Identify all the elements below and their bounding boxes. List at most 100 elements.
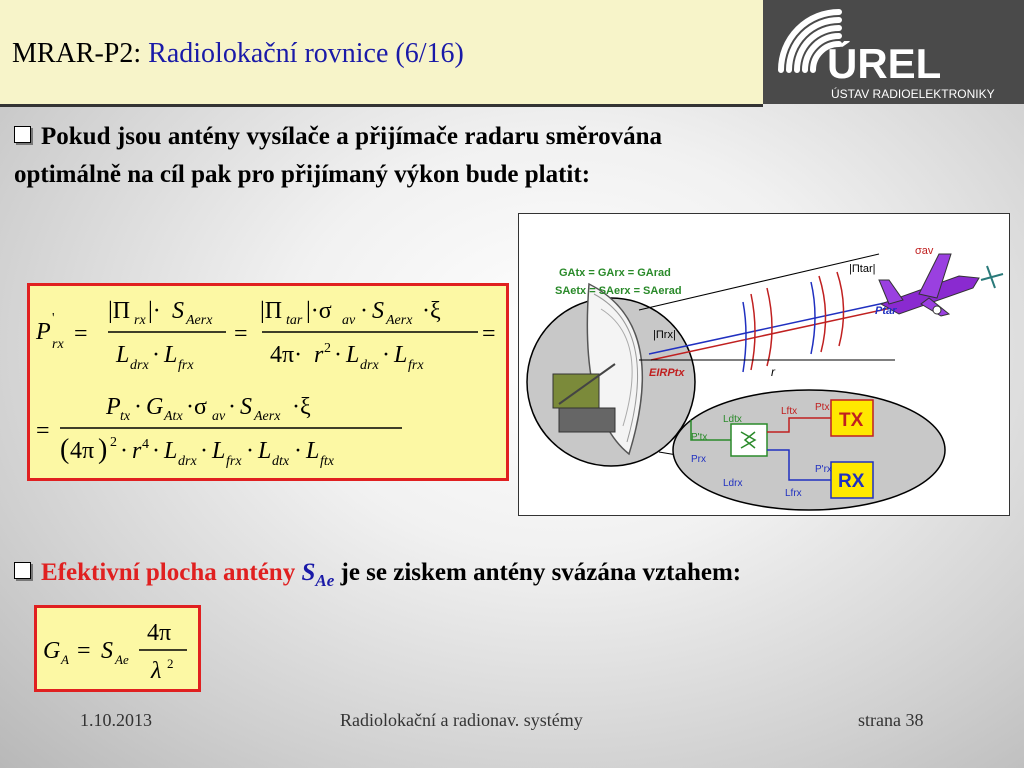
svg-text:tx: tx [120, 409, 131, 424]
svg-text:L: L [393, 342, 407, 368]
equation-gain-render: G A = S Ae 4π λ 2 [43, 620, 187, 684]
svg-text:P: P [35, 319, 51, 345]
effective-area-symbol-sub: Ae [315, 571, 335, 590]
svg-text:2: 2 [167, 656, 174, 671]
bullet-1: Pokud jsou antény vysílače a přijímače r… [14, 118, 662, 194]
circulator-icon [740, 431, 757, 449]
svg-text:Atx: Atx [163, 409, 183, 424]
svg-text:drx: drx [130, 358, 149, 373]
svg-text:rx: rx [52, 337, 64, 352]
svg-text:4π·: 4π· [270, 342, 302, 368]
bullet-2-text-after: je se ziskem antény svázána vztahem: [334, 559, 742, 586]
wave-arcs-icon [750, 271, 845, 371]
effective-area-symbol-main: S [301, 559, 316, 586]
logo-subtitle: ÚSTAV RADIOELEKTRONIKY [831, 86, 995, 101]
svg-text:=: = [77, 638, 91, 664]
svg-text:Aerx: Aerx [385, 313, 413, 328]
slide-title: MRAR-P2: Radiolokační rovnice (6/16) [12, 38, 464, 70]
svg-text:Aerx: Aerx [185, 313, 213, 328]
svg-text:·: · [360, 298, 368, 324]
svg-text:·: · [246, 438, 254, 464]
title-prefix: MRAR-P2: [12, 38, 149, 69]
svg-text:λ: λ [150, 658, 161, 684]
svg-text:·: · [152, 438, 160, 464]
l-ftx-label: Lftx [781, 406, 797, 417]
svg-text:dtx: dtx [272, 454, 290, 469]
pi-tar-label: |Πtar| [849, 263, 876, 275]
svg-text:S: S [172, 298, 184, 324]
svg-text:·ξ: ·ξ [292, 394, 311, 420]
effective-area-symbol: SAe [301, 559, 334, 590]
sigma-label: σav [915, 245, 934, 257]
svg-text:r: r [132, 438, 142, 464]
svg-text:(: ( [60, 434, 69, 465]
svg-text:ftx: ftx [320, 454, 335, 469]
svg-text:·: · [382, 342, 390, 368]
svg-text:=: = [36, 418, 50, 444]
tx-label: TX [839, 410, 864, 431]
received-power-equation: P'rx = |Πrx|·SAerx / (Ldrx·Lfrx) = |Πtar… [27, 283, 509, 481]
svg-text:L: L [163, 438, 177, 464]
svg-text:·ξ: ·ξ [422, 298, 441, 324]
tx-block [830, 399, 874, 437]
gain-area-equation: GA = SAe · 4π / λ² G A = S Ae 4π λ 2 [34, 605, 201, 692]
svg-text:r: r [314, 342, 324, 368]
footer-course: Radiolokační a radionav. systémy [340, 710, 583, 730]
svg-text:drx: drx [360, 358, 379, 373]
checkbox-bullet-icon [14, 126, 31, 143]
svg-text:·: · [334, 342, 342, 368]
rx-beam-line [650, 307, 892, 361]
svg-text:·: · [120, 438, 128, 464]
svg-text:2: 2 [110, 435, 117, 450]
svg-text:=: = [234, 321, 248, 347]
footer-date: 1.10.2013 [80, 710, 152, 730]
area-equation-label: SAetx = SAerx = SAerad [555, 285, 682, 297]
airplane-target-icon [878, 253, 1004, 317]
svg-text:·σ: ·σ [186, 394, 207, 420]
svg-text:av: av [212, 409, 226, 424]
svg-text:4π: 4π [147, 620, 171, 646]
title-main: Radiolokační rovnice (6/16) [148, 38, 464, 69]
p-tar-label: Ptar [875, 305, 897, 317]
l-frx-label: Lfrx [785, 488, 802, 499]
gain-equation-label: GAtx = GArx = GArad [559, 267, 671, 279]
svg-text:=: = [74, 321, 88, 347]
circulator-box [730, 423, 768, 457]
svg-text:frx: frx [408, 358, 424, 373]
distance-label: r [771, 365, 776, 379]
svg-text:L: L [305, 438, 319, 464]
p-rx-prime-label: P'rx [815, 464, 832, 475]
svg-text:·: · [134, 394, 142, 420]
pi-rx-label: |Πrx| [653, 329, 676, 341]
bullet-2: Efektivní plocha antény SAe je se ziskem… [14, 554, 1014, 600]
svg-text:L: L [257, 438, 271, 464]
svg-text:S: S [372, 298, 384, 324]
bullet-1-text: Pokud jsou antény vysílače a přijímače r… [14, 123, 662, 188]
svg-text:S: S [240, 394, 252, 420]
svg-text:·: · [228, 394, 236, 420]
radar-diagram: GAtx = GArx = GArad SAetx = SAerx = SAer… [526, 245, 1004, 511]
svg-text:4π: 4π [70, 438, 94, 464]
slide-header: MRAR-P2: Radiolokační rovnice (6/16) [0, 0, 763, 107]
l-drx-label: Ldrx [723, 478, 742, 489]
rx-label: RX [838, 471, 865, 492]
svg-text:Ae: Ae [114, 652, 129, 667]
svg-text:=: = [482, 321, 496, 347]
equation-1-render: P rx ' = |Π rx |· S Aerx L drx · L frx =… [35, 298, 496, 469]
zoom-line-top [638, 253, 880, 311]
svg-text:av: av [342, 313, 356, 328]
svg-text:L: L [163, 342, 177, 368]
svg-text:A: A [60, 652, 69, 667]
eirp-label: EIRPtx [649, 367, 685, 379]
p-tx-prime-label: P'tx [691, 432, 707, 443]
bullet-2-text-before: Efektivní plocha antény [41, 559, 302, 586]
svg-text:·: · [294, 438, 302, 464]
p-tx-top-label: Ptx [815, 402, 829, 413]
urel-logo-icon: ÚREL ÚSTAV RADIOELEKTRONIKY [778, 9, 995, 101]
svg-text:2: 2 [324, 341, 331, 356]
svg-text:tar: tar [286, 313, 303, 328]
svg-text:): ) [98, 434, 107, 465]
checkbox-bullet-icon [14, 562, 31, 579]
svg-text:L: L [115, 342, 129, 368]
svg-text:|·σ: |·σ [306, 298, 332, 324]
